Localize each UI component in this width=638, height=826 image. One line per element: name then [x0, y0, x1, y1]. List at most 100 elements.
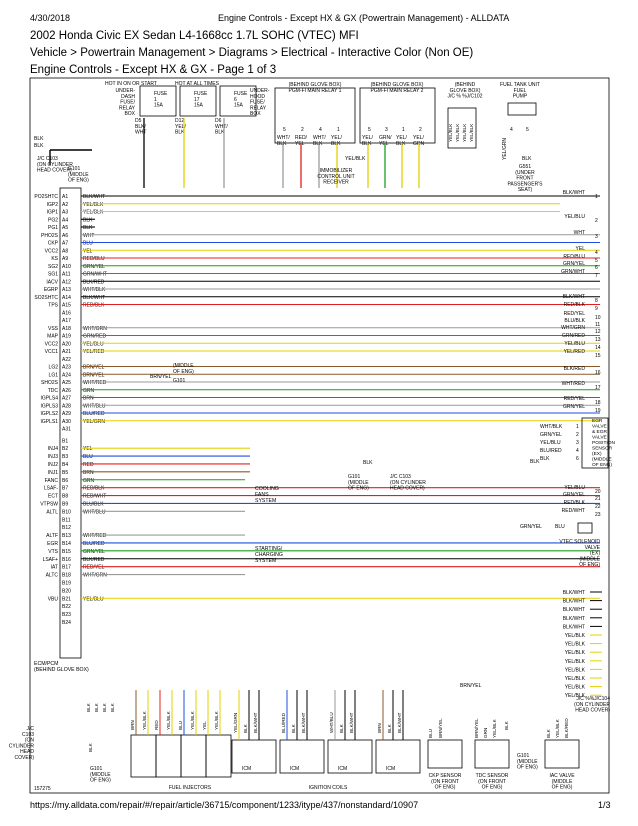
right-ref-wire: RED/BLK [564, 500, 586, 506]
ecm-pin-number: B12 [62, 525, 71, 531]
coil-wire-label: BLU/RED [281, 712, 286, 733]
relay-pin-wire: BLK [313, 141, 323, 147]
egr-valve-label: (EX) [592, 451, 602, 457]
ecm-pin-wire: BLK/WHT [83, 194, 105, 200]
ecm-pin-function: ALTL [46, 509, 58, 515]
right-bottom-wire: YEL/BLK [565, 685, 586, 691]
g551-label: G551 [519, 164, 531, 170]
right-ref-number: 9 [595, 306, 598, 312]
right-bottom-wire: YEL/BLK [565, 676, 586, 682]
tdc-sensor-label: (ON FRONT [478, 779, 506, 785]
fuse-wire-label: YEL/ [175, 124, 186, 130]
ecm-pin-function: INJ4 [48, 446, 59, 452]
ecm-pin-function: INJ2 [48, 462, 59, 468]
ecm-pin-wire: BLK/RED [83, 557, 105, 563]
egr-valve-label: EGR [592, 418, 603, 424]
ecm-pin-wire: GRN/YEL [83, 549, 105, 555]
immobilizer-label: IMMOBILIZER [320, 168, 353, 174]
ecm-pin-number: A12 [62, 279, 71, 285]
coil-wire-label: BLK/WHT [253, 712, 258, 733]
relay-pin-wire: BLK [331, 141, 341, 147]
relay-pin-wire: YEL [295, 141, 305, 147]
ecm-pin-wire: YEL [83, 248, 93, 254]
breadcrumb: Vehicle > Powertrain Management > Diagra… [30, 47, 474, 59]
jc-bottom-label: J/C [27, 726, 35, 732]
right-ref-number: 4 [595, 250, 598, 256]
ecm-pin-number: B22 [62, 604, 71, 610]
egr-pin-wire: WHT/BLK [540, 424, 563, 430]
right-ref-number: 20 [595, 489, 601, 495]
right-bottom-wire: BLK/WHT [563, 599, 585, 605]
right-ref-wire: BLK/WHT [563, 190, 585, 196]
relay-2-label: (BEHIND GLOVE BOX) [371, 82, 424, 88]
ecm-pin-number: B24 [62, 620, 71, 626]
ecm-pin-function: SG1 [48, 272, 58, 278]
ecm-pin-wire: BLU/RED [83, 541, 105, 547]
ecm-pin-wire: WHT/BLK [83, 287, 106, 293]
coil-wire-label: BLK [243, 723, 248, 733]
injector-wire-label: YEL/BLK [142, 710, 147, 730]
ecm-pin-number: B15 [62, 549, 71, 555]
fuse-label: 15A [154, 103, 164, 109]
ecm-pin-wire: RED/WHT [83, 494, 106, 500]
ecm-pin-function: CKP [48, 241, 59, 247]
ecm-pin-function: VSS [48, 326, 59, 332]
ecm-pin-wire: BRN [83, 396, 94, 402]
ecm-pin-number: A7 [62, 241, 68, 247]
ecm-pin-number: A31 [62, 427, 71, 433]
ecm-pin-number: A3 [62, 210, 68, 216]
right-bottom-wire: BLK/WHT [563, 590, 585, 596]
right-ref-number: 11 [595, 322, 600, 328]
relay-pin-wire: WHT/ [277, 135, 290, 141]
right-ref-wire: GRN/YEL [563, 404, 585, 410]
cooling-fans-label: SYSTEM [255, 498, 276, 504]
starting-charging-label: SYSTEM [255, 558, 276, 564]
ecm-pin-wire: YEL/BLK [83, 210, 104, 216]
right-bottom-wire: YEL/BLK [565, 693, 586, 699]
underhood-box-label: FUSE/ [250, 100, 265, 106]
ecm-pin-function: TPS [48, 303, 58, 309]
underdash-box-label: FUSE/ [120, 100, 135, 106]
egr-pin-wire: GRN/YEL [540, 432, 562, 438]
right-ref-number: 10 [595, 315, 601, 321]
fuse-wire-label: BLK/ [135, 124, 146, 130]
relay-pin-number: 5 [368, 127, 371, 133]
egr-pin-number: 4 [576, 448, 579, 454]
injector-wire-label: YEL/BLK [214, 710, 219, 730]
icm-label: ICM [338, 766, 347, 772]
ecm-pin-function: EGRP [44, 287, 59, 293]
egr-pin-number: 2 [576, 432, 579, 438]
right-ref-wire: RED/BLK [564, 302, 586, 308]
wire-label: BLK [530, 459, 540, 465]
relay-pin-wire: BLK [396, 141, 406, 147]
ecm-pin-number: B20 [62, 588, 71, 594]
coil-wire-label: BLK/WHT [301, 712, 306, 733]
fuel-injector-3 [180, 734, 207, 778]
ecm-pin-wire: BLK [83, 217, 93, 223]
relay-pin-number: 1 [337, 127, 340, 133]
g101-bottom-label: (MIDDLE [90, 772, 111, 778]
ecm-pin-number: B17 [62, 565, 71, 571]
ecm-pin-number: A17 [62, 318, 71, 324]
ckp-sensor-box [427, 739, 463, 769]
tdc-wire-label: GRN [483, 728, 488, 738]
ecm-connector-block [59, 187, 82, 659]
ecm-pin-function: VCC2 [45, 341, 59, 347]
footer-url[interactable]: https://my.alldata.com/repair/#/repair/a… [30, 800, 419, 810]
hot-in-on-label: HOT IN ON OR START [105, 81, 157, 87]
ecm-pin-number: A1 [62, 194, 68, 200]
jc103-label: (ON CYLINDER [37, 162, 73, 168]
underdash-box-label: RELAY [119, 105, 136, 111]
jc102-label: J/C % %J/C102 [447, 94, 482, 100]
hot-at-all-times-label: HOT AT ALL TIMES [175, 81, 220, 87]
ecm-label: ECM/PCM [34, 661, 59, 667]
fuel-pump-label: FUEL [514, 88, 527, 94]
ecm-pin-function: VCC1 [45, 349, 59, 355]
ecm-pin-number: B18 [62, 573, 71, 579]
diagram-border [29, 77, 610, 794]
egr-valve-label: POSITION [592, 440, 615, 446]
vtec-label: VALVE [585, 545, 601, 551]
relay-pin-wire: GRN/ [379, 135, 392, 141]
fuse-wire-label: BLK [175, 130, 185, 136]
ecm-pin-number: A4 [62, 217, 68, 223]
